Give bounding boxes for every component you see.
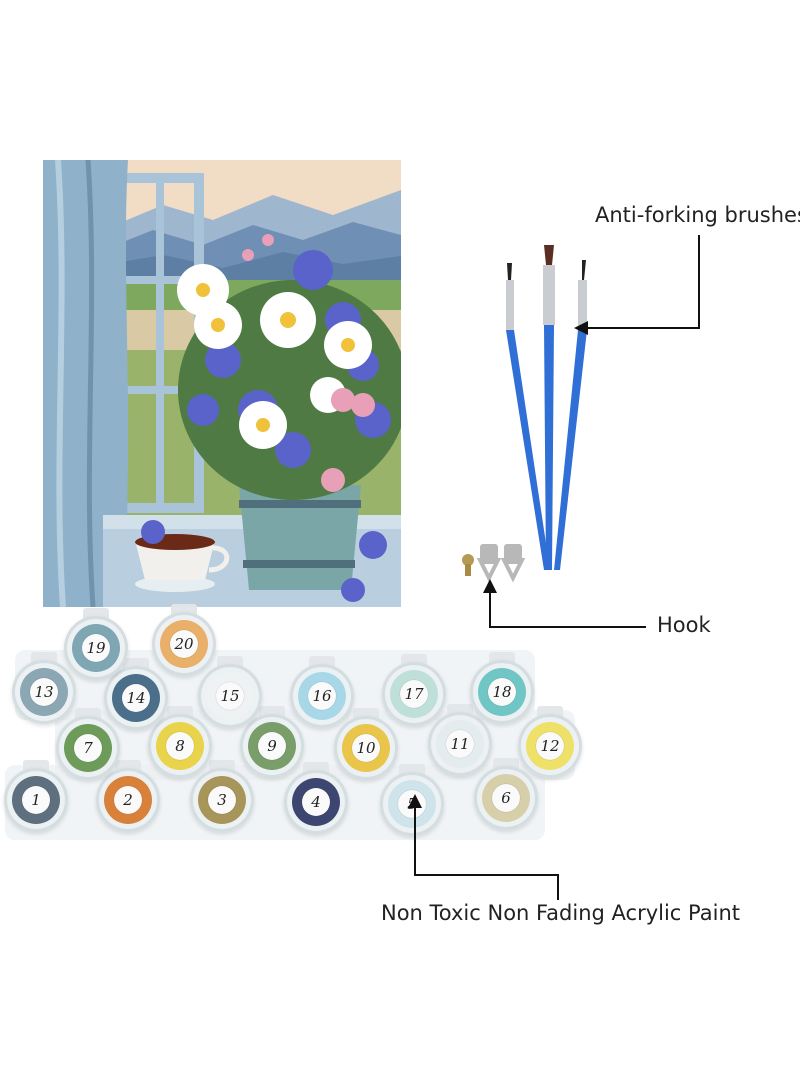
- paint-pot: 14: [104, 666, 168, 730]
- pot-number: 17: [400, 680, 428, 708]
- paint-pot: 13: [12, 660, 76, 724]
- paint-pot: 4: [284, 770, 348, 834]
- paint-pot: 20: [152, 612, 216, 676]
- pot-number: 6: [492, 784, 520, 812]
- pot-number: 18: [488, 678, 516, 706]
- pot-number: 15: [216, 682, 244, 710]
- pot-number: 11: [446, 730, 474, 758]
- paint-pot: 3: [190, 768, 254, 832]
- paint-pot: 15: [198, 664, 262, 728]
- pot-number: 8: [166, 732, 194, 760]
- brush-set: [506, 245, 587, 570]
- paint-callout-line: [408, 794, 559, 900]
- brushes-callout-line: [574, 235, 700, 335]
- paint-pot: 2: [96, 768, 160, 832]
- paint-pot: 10: [334, 716, 398, 780]
- hook-set: [460, 538, 530, 583]
- paint-pot: 6: [474, 766, 538, 830]
- brush-left: [506, 263, 550, 570]
- paint-pot: 16: [290, 664, 354, 728]
- brushes-illustration: [490, 235, 600, 580]
- pot-number: 10: [352, 734, 380, 762]
- brush-center: [543, 245, 555, 570]
- pot-number: 12: [536, 732, 564, 760]
- paint-pot: 12: [518, 714, 582, 778]
- pot-number: 3: [208, 786, 236, 814]
- paint-pot: 7: [56, 716, 120, 780]
- pot-number: 7: [74, 734, 102, 762]
- paint-pot: 8: [148, 714, 212, 778]
- pot-number: 20: [170, 630, 198, 658]
- paint-pot: 1: [4, 768, 68, 832]
- painting: [43, 159, 408, 608]
- paint-pot: 17: [382, 662, 446, 726]
- pot-number: 14: [122, 684, 150, 712]
- paint-pot: 9: [240, 714, 304, 778]
- paint-pot: 18: [470, 660, 534, 724]
- pot-number: 13: [30, 678, 58, 706]
- paint-pot: 19: [64, 616, 128, 680]
- paint-label: Non Toxic Non Fading Acrylic Paint: [381, 901, 740, 925]
- pot-number: 19: [82, 634, 110, 662]
- paint-pot: 11: [428, 712, 492, 776]
- hook-icon: [462, 544, 526, 583]
- pot-number: 9: [258, 732, 286, 760]
- pot-number: 2: [114, 786, 142, 814]
- hook-label: Hook: [657, 613, 711, 637]
- pot-number: 4: [302, 788, 330, 816]
- hook-callout-line: [483, 579, 646, 628]
- pot-number: 1: [22, 786, 50, 814]
- brush-right: [554, 260, 587, 570]
- brushes-label: Anti-forking brushes: [595, 203, 800, 227]
- painting-art: [43, 159, 408, 608]
- pot-number: 16: [308, 682, 336, 710]
